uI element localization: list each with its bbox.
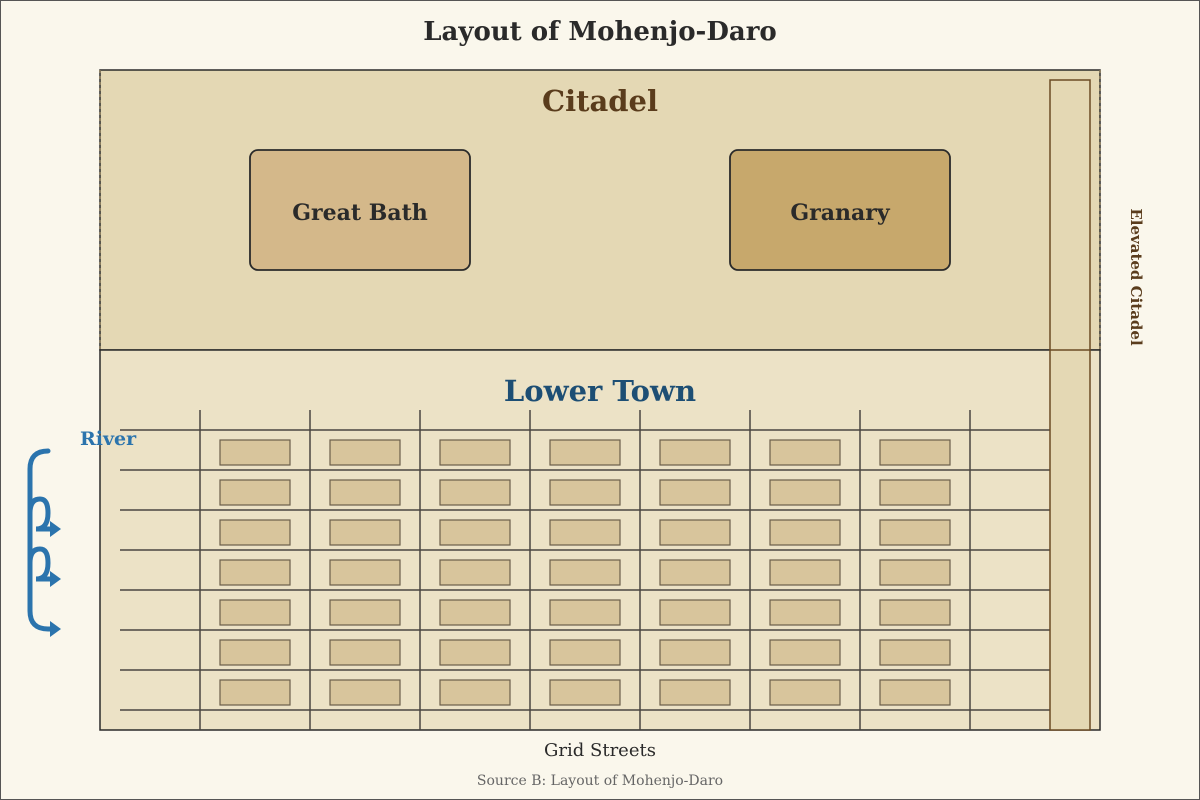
house-block [219,639,291,666]
house-block [879,439,951,466]
house-block [549,519,621,546]
house-block [769,679,841,706]
elevated-citadel-label: Elevated Citadel [1127,208,1145,346]
house-block [659,519,731,546]
house-blocks [219,439,951,706]
house-block [769,599,841,626]
house-block [769,559,841,586]
house-block [879,639,951,666]
house-block [329,439,401,466]
house-block [659,599,731,626]
river-arrow-bottom [50,621,61,637]
house-block [219,439,291,466]
lower-town-label: Lower Town [504,374,696,408]
river-arrow-lower [50,571,61,587]
house-block [769,519,841,546]
river-branch-upper [27,496,54,532]
great-bath-label: Great Bath [292,200,427,226]
river-channel [27,448,55,632]
house-block [879,559,951,586]
house-block [769,439,841,466]
elevated-citadel-strip [1049,79,1091,731]
house-block [549,559,621,586]
house-block [439,559,511,586]
house-block [879,679,951,706]
great-bath-building [249,149,471,271]
citadel-label: Citadel [542,84,658,118]
river-branch-lower [27,546,54,582]
house-block [549,439,621,466]
source-caption: Source B: Layout of Mohenjo-Daro [477,773,723,789]
house-block [769,639,841,666]
grid-streets-label: Grid Streets [544,740,656,761]
house-block [549,639,621,666]
house-block [659,439,731,466]
house-block [329,639,401,666]
river-label: River [80,428,137,450]
house-block [879,479,951,506]
house-block [329,479,401,506]
house-block [219,519,291,546]
house-block [439,479,511,506]
house-block [659,559,731,586]
house-block [439,599,511,626]
house-block [769,479,841,506]
house-block [879,519,951,546]
street-grid [120,410,1050,730]
house-block [219,679,291,706]
house-block [549,599,621,626]
house-block [659,639,731,666]
house-block [439,439,511,466]
diagram-title: Layout of Mohenjo-Daro [423,17,777,47]
house-block [219,559,291,586]
house-block [659,479,731,506]
house-block [879,599,951,626]
granary-building [729,149,951,271]
house-block [329,599,401,626]
house-block [329,519,401,546]
house-block [329,559,401,586]
granary-label: Granary [790,200,890,226]
house-block [439,519,511,546]
river-arrow-upper [50,521,61,537]
house-block [659,679,731,706]
house-block [219,599,291,626]
house-block [219,479,291,506]
house-block [329,679,401,706]
house-block [439,679,511,706]
house-block [549,479,621,506]
house-block [549,679,621,706]
river-symbol [27,448,61,637]
house-block [439,639,511,666]
